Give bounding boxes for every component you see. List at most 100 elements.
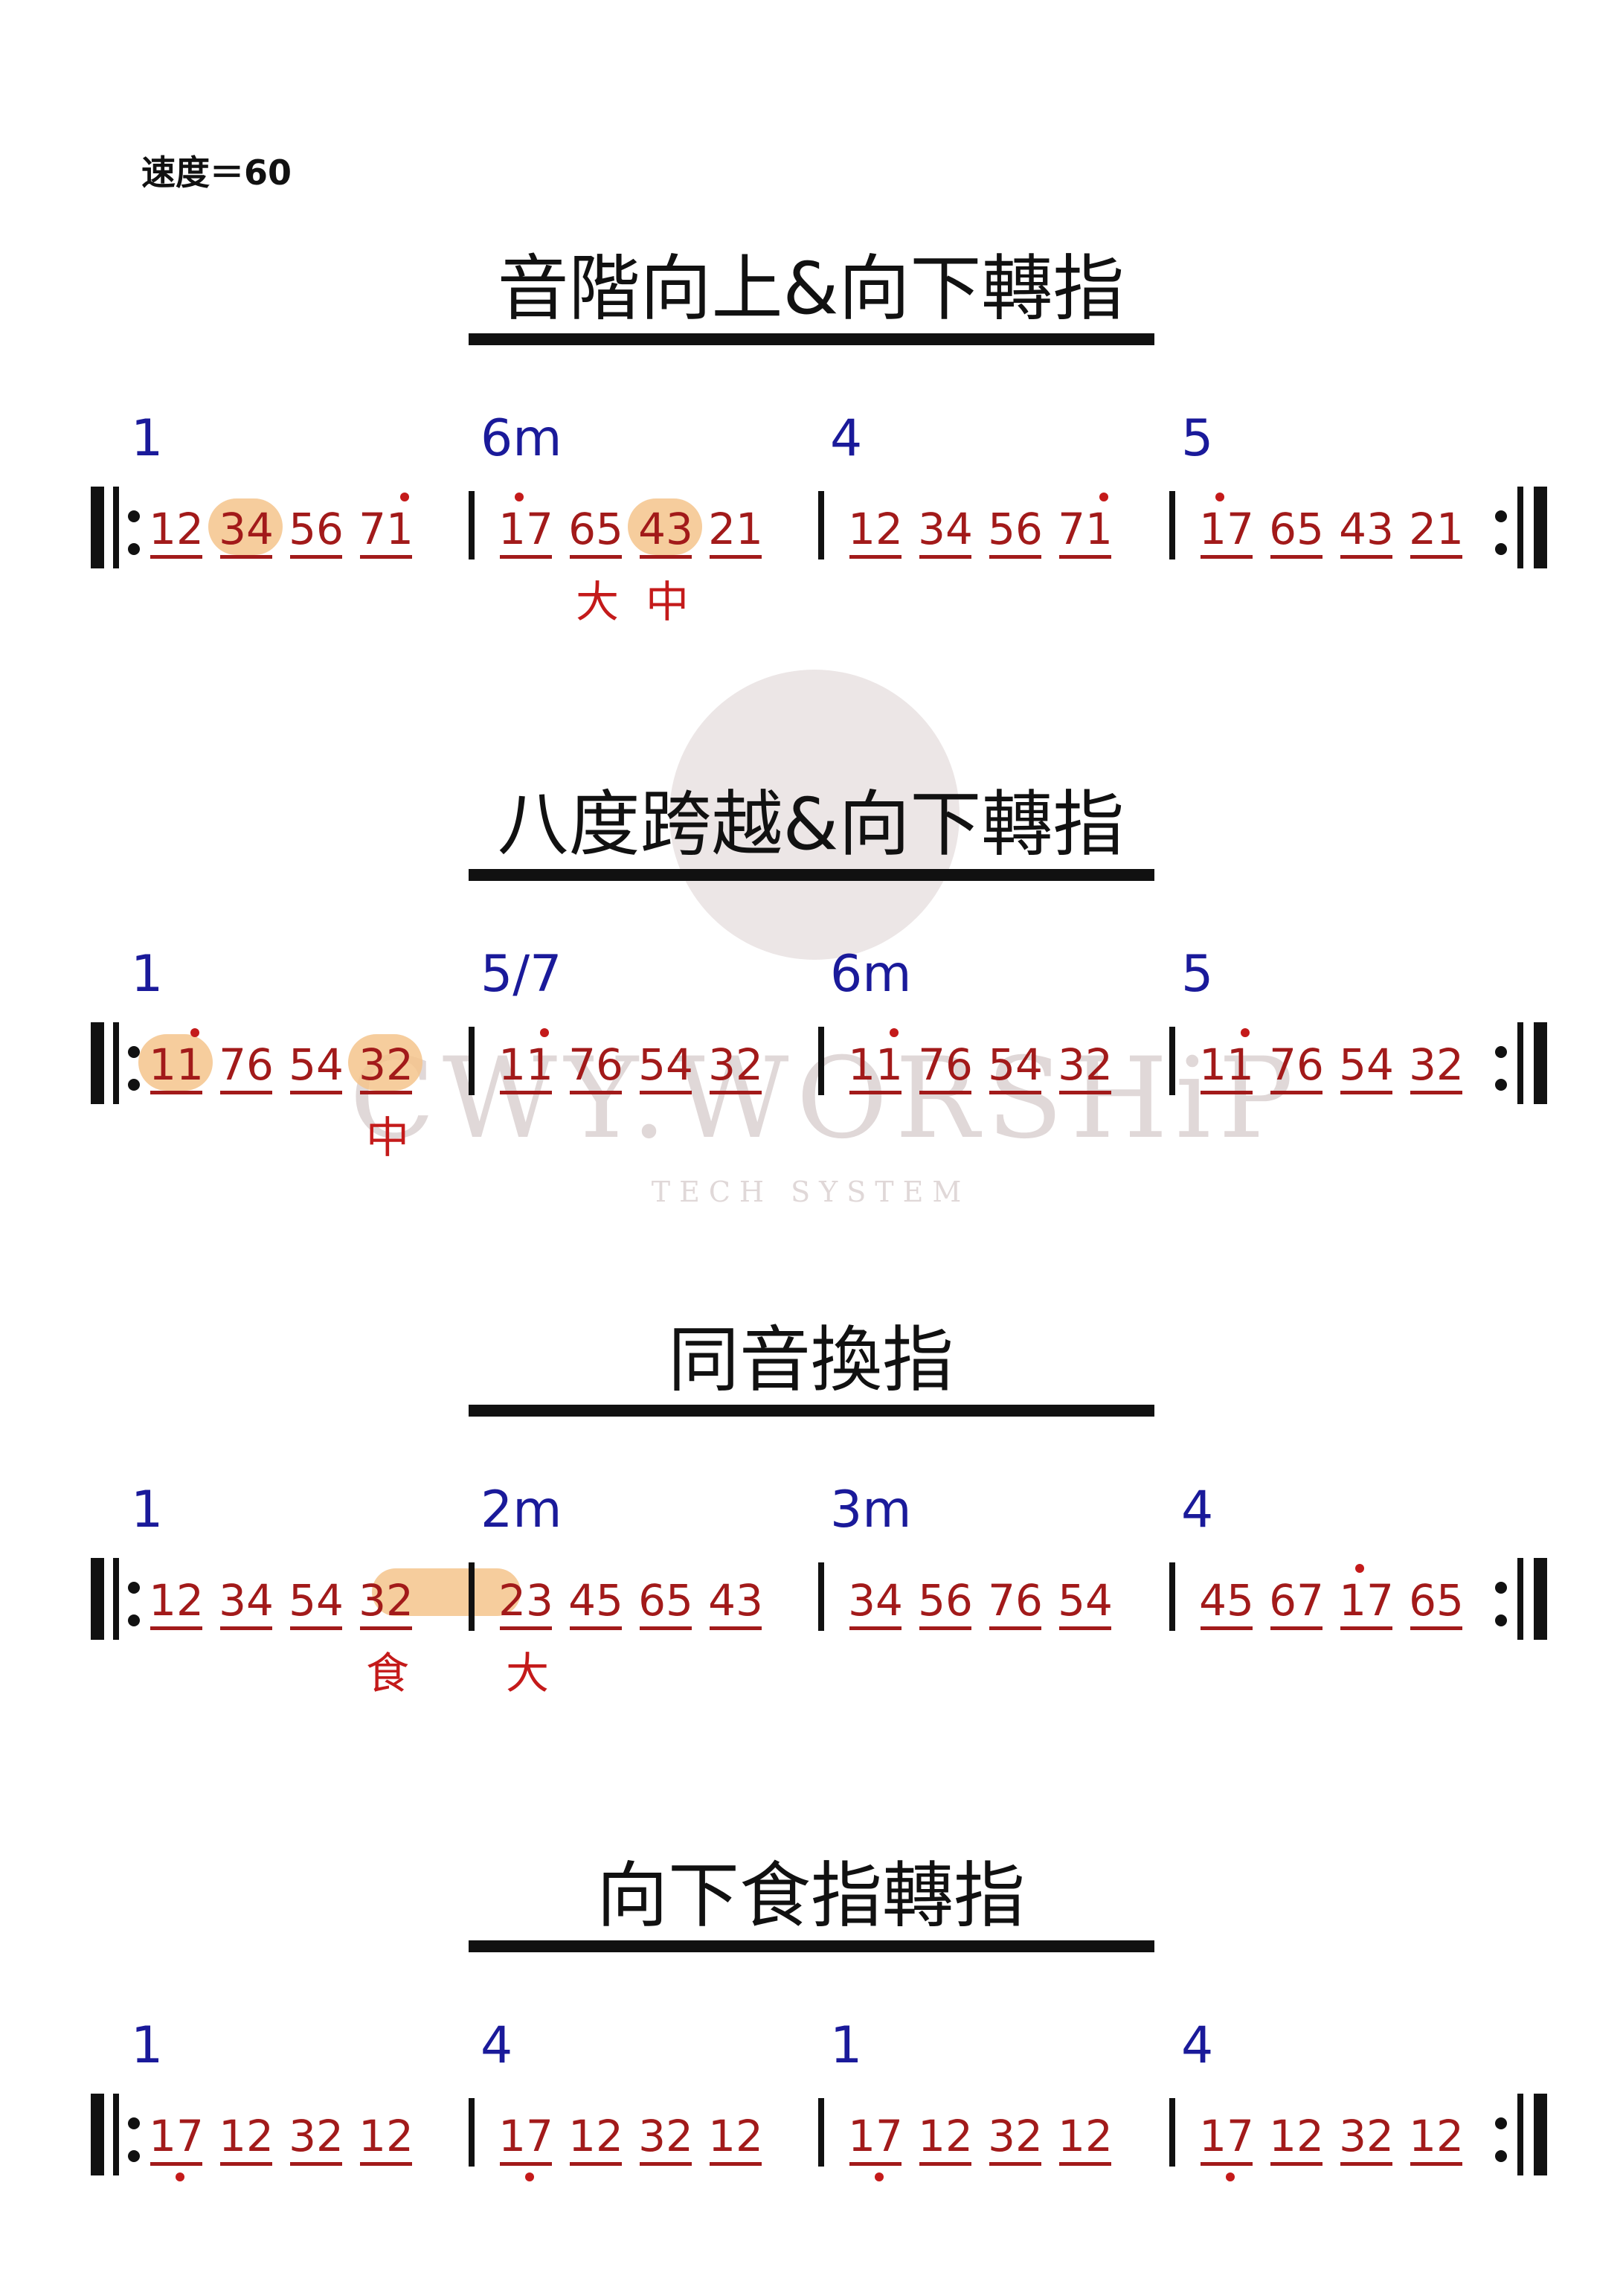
- chord-symbol: 5: [1181, 409, 1214, 468]
- chord-symbol: 1: [131, 945, 164, 1004]
- repeat-dot: [128, 1582, 140, 1594]
- repeat-dot: [1495, 510, 1507, 522]
- beam-underline: [710, 2162, 762, 2166]
- beam-underline: [220, 1091, 272, 1094]
- repeat-end-thick-bar: [1534, 2094, 1547, 2175]
- note-digits: 32: [289, 2111, 344, 2161]
- note-highlight: [372, 1568, 521, 1616]
- beam-underline: [989, 2162, 1041, 2166]
- note-digits: 54: [1058, 1575, 1113, 1626]
- beam-underline: [710, 555, 762, 559]
- note-digits: 12: [918, 2111, 973, 2161]
- chord-symbol: 4: [830, 409, 863, 468]
- beam-underline: [500, 2162, 552, 2166]
- barline: [818, 2098, 824, 2167]
- note-pair: 43: [638, 504, 693, 559]
- note-pair: 32: [638, 2114, 693, 2166]
- note-digits: 12: [1409, 2111, 1464, 2161]
- octave-dot-above: [1355, 1564, 1364, 1573]
- chord-symbol: 1: [131, 2016, 164, 2075]
- note-pair: 65: [1269, 507, 1324, 559]
- chord-symbol: 4: [1181, 1481, 1214, 1539]
- octave-dot-above: [1099, 493, 1108, 501]
- note-pair: 43: [1339, 507, 1394, 559]
- note-digits: 76: [918, 1039, 973, 1090]
- beam-underline: [1201, 555, 1253, 559]
- chord-symbol: 6m: [481, 409, 562, 468]
- chord-symbol: 1: [131, 409, 164, 468]
- note-digits: 17: [498, 504, 553, 554]
- note-digits: 12: [219, 2111, 274, 2161]
- watermark-emblem: [669, 670, 960, 960]
- chord-symbol: 5/7: [481, 945, 562, 1004]
- note-digits: 12: [359, 2111, 414, 2161]
- note-digits: 43: [638, 504, 693, 554]
- note-pair: 34: [848, 1579, 903, 1630]
- octave-dot-below: [1226, 2172, 1235, 2181]
- note-pair: 12: [149, 507, 204, 559]
- beam-underline: [570, 1091, 622, 1094]
- beam-underline: [150, 1091, 202, 1094]
- note-digits: 34: [219, 1575, 274, 1626]
- beam-underline: [1410, 555, 1462, 559]
- note-pair: 12: [1058, 2114, 1113, 2166]
- beam-underline: [1201, 1091, 1253, 1094]
- note-digits: 12: [1269, 2111, 1324, 2161]
- note-pair: 56: [988, 504, 1043, 559]
- repeat-dot: [128, 1046, 140, 1058]
- beam-underline: [360, 555, 412, 559]
- note-digits: 17: [1199, 2111, 1254, 2161]
- repeat-end-thick-bar: [1534, 487, 1547, 568]
- beam-underline: [919, 555, 971, 559]
- repeat-start-thin-bar: [113, 487, 119, 568]
- beam-underline: [919, 2162, 971, 2166]
- beam-underline: [849, 1091, 902, 1094]
- note-pair: 76: [988, 1579, 1043, 1630]
- repeat-start-thin-bar: [113, 1558, 119, 1640]
- note-pair: 54: [638, 1043, 693, 1094]
- note-pair: 21: [708, 507, 763, 559]
- note-digits: 32: [1339, 2111, 1394, 2161]
- beam-underline: [1340, 555, 1392, 559]
- beam-underline: [640, 1626, 692, 1630]
- note-pair: 65: [638, 1579, 693, 1630]
- beam-underline: [570, 555, 622, 559]
- note-digits: 56: [918, 1575, 973, 1626]
- repeat-start-thick-bar: [91, 2094, 104, 2175]
- note-digits: 17: [848, 2111, 903, 2161]
- note-digits: 17: [1339, 1575, 1394, 1626]
- note-digits: 56: [988, 504, 1043, 554]
- repeat-dot: [128, 2150, 140, 2162]
- beam-underline: [1410, 2162, 1462, 2166]
- note-digits: 12: [568, 2111, 623, 2161]
- title-underline: [469, 869, 1154, 881]
- note-digits: 76: [1269, 1039, 1324, 1090]
- note-pair: 76: [1269, 1043, 1324, 1094]
- watermark-subtext: TECH SYSTEM: [651, 1176, 971, 1208]
- chord-symbol: 1: [830, 2016, 863, 2075]
- beam-underline: [290, 555, 342, 559]
- note-highlight: [138, 1034, 213, 1091]
- beam-underline: [1201, 2162, 1253, 2166]
- note-pair: 12: [1409, 2111, 1464, 2166]
- note-digits: 43: [708, 1575, 763, 1626]
- octave-dot-above: [400, 493, 409, 501]
- title-underline: [469, 1405, 1154, 1417]
- note-digits: 11: [848, 1039, 903, 1090]
- note-pair: 54: [988, 1043, 1043, 1094]
- note-pair: 12: [568, 2111, 623, 2166]
- note-digits: 17: [498, 2111, 553, 2161]
- chord-symbol: 2m: [481, 1481, 562, 1539]
- beam-underline: [360, 1091, 412, 1094]
- beam-underline: [1059, 555, 1111, 559]
- beam-underline: [1270, 1091, 1322, 1094]
- octave-dot-below: [176, 2172, 184, 2181]
- section-title: 同音換指: [668, 1318, 954, 1402]
- octave-dot-above: [890, 1028, 899, 1037]
- note-digits: 21: [1409, 504, 1464, 554]
- note-digits: 32: [988, 2111, 1043, 2161]
- note-digits: 32: [359, 1575, 414, 1626]
- note-highlight: [628, 498, 702, 555]
- section-title: 向下食指轉指: [597, 1854, 1025, 1937]
- beam-underline: [1410, 1626, 1462, 1630]
